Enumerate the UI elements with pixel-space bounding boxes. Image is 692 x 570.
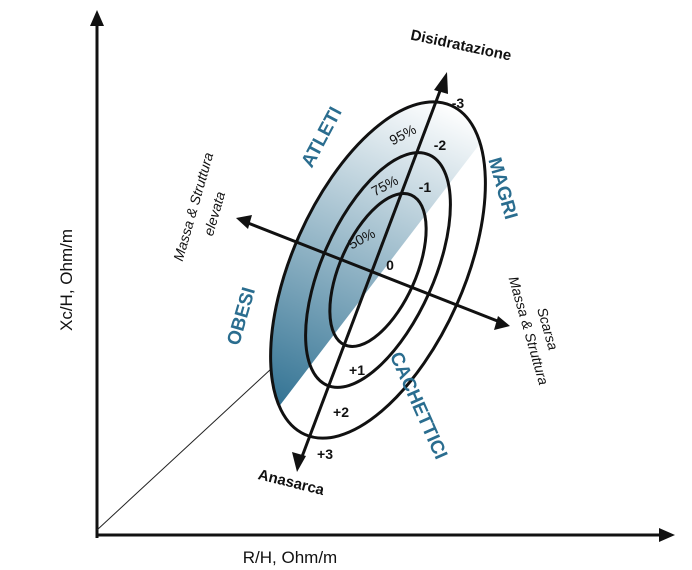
x-axis-arrow [659,528,675,542]
tick-minus-3: -3 [452,95,465,111]
y-axis-arrow [90,10,104,26]
cross-arrow-left [236,215,252,229]
tick-plus-1: +1 [349,362,365,378]
cross-left-label-2: elevata [200,190,228,238]
cross-axis [247,221,501,324]
x-axis-label: R/H, Ohm/m [243,548,337,567]
tick-plus-3: +3 [317,446,333,462]
vector-bottom-label: Anasarca [256,466,326,499]
vector-arrow-bottom [292,452,306,472]
region-obesi: OBESI [223,285,259,348]
ellipse-95-shade [270,101,486,439]
vector-top-label: Disidratazione [409,27,513,65]
vector-arrow-top [434,72,448,94]
cross-arrow-right [494,316,510,330]
region-magri: MAGRI [483,155,521,222]
tick-plus-2: +2 [333,404,349,420]
tick-minus-1: -1 [419,179,432,195]
tick-zero: 0 [386,257,394,273]
y-axis-label: Xc/H, Ohm/m [57,229,76,331]
tick-minus-2: -2 [434,137,447,153]
region-cachettici: CACHETTICI [385,349,451,463]
region-atleti: ATLETI [298,104,347,171]
